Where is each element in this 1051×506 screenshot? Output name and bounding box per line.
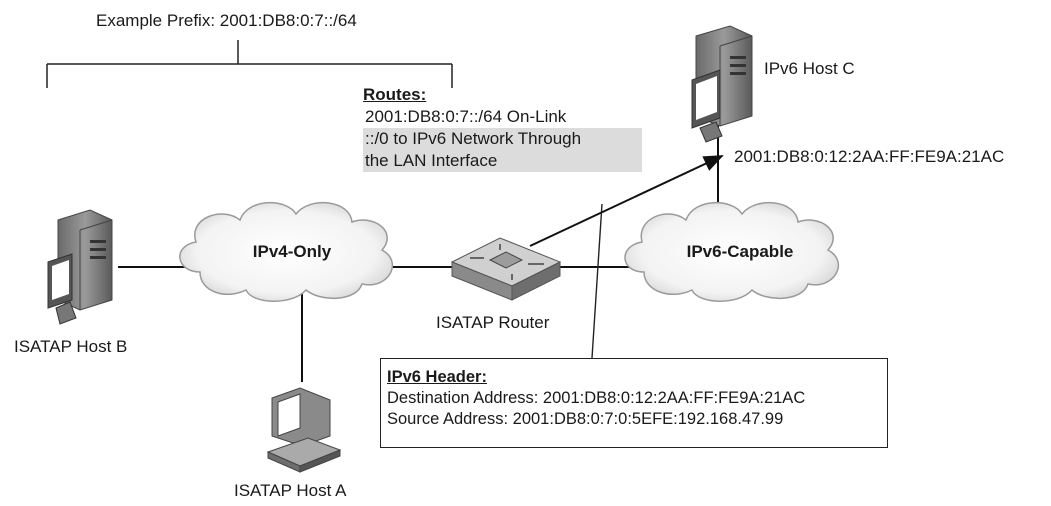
- prefix-bracket: [46, 40, 453, 88]
- route-entry: the LAN Interface: [363, 150, 642, 172]
- route-entry: ::/0 to IPv6 Network Through: [363, 128, 642, 150]
- ipv6-cloud-label: IPv6-Capable: [686, 242, 794, 261]
- ipv6-header-box: IPv6 Header: Destination Address: 2001:D…: [380, 358, 888, 448]
- ipv6-header-title: IPv6 Header:: [387, 368, 487, 386]
- host-a-label: ISATAP Host A: [234, 481, 347, 500]
- route-entry: 2001:DB8:0:7::/64 On-Link: [365, 107, 567, 126]
- host-b-computer-icon: [47, 209, 113, 325]
- router-icon: [450, 237, 562, 301]
- ipv6-cloud: [624, 201, 840, 302]
- tunnel-arrow: [529, 155, 724, 247]
- router-label: ISATAP Router: [436, 313, 550, 332]
- callout-lines: [591, 203, 603, 359]
- host-a-computer-icon: [266, 387, 342, 473]
- ipv6-header-destination: Destination Address: 2001:DB8:0:12:2AA:F…: [387, 389, 806, 407]
- ipv4-cloud-label: IPv4-Only: [252, 242, 332, 261]
- host-b-label: ISATAP Host B: [14, 337, 128, 356]
- ipv4-cloud: [179, 201, 394, 302]
- routes-title: Routes:: [363, 85, 427, 104]
- host-c-address: 2001:DB8:0:12:2AA:FF:FE9A:21AC: [734, 147, 1005, 166]
- network-links: [118, 125, 724, 382]
- ipv6-header-source: Source Address: 2001:DB8:0:7:0:5EFE:192.…: [387, 410, 784, 428]
- host-c-computer-icon: [691, 25, 753, 143]
- routes-panel: Routes: 2001:DB8:0:7::/64 On-Link ::/0 t…: [363, 84, 642, 172]
- host-c-label: IPv6 Host C: [764, 59, 855, 78]
- prefix-label: Example Prefix: 2001:DB8:0:7::/64: [96, 11, 357, 30]
